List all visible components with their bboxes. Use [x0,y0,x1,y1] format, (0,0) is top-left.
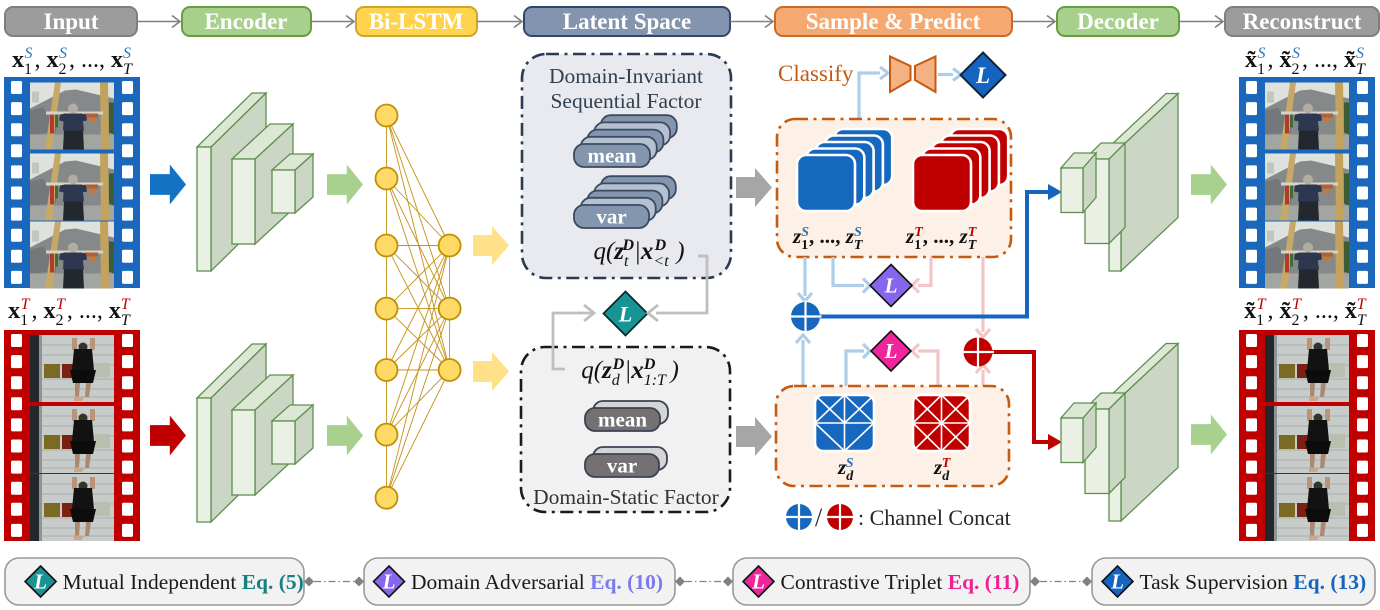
svg-text:Domain-Invariant: Domain-Invariant [549,64,703,88]
svg-text:Reconstruct: Reconstruct [1243,9,1362,34]
svg-text:zdT: zdT [933,455,952,484]
svg-text:Latent Space: Latent Space [563,9,691,34]
svg-text:L: L [884,339,898,363]
svg-text:x̃1S, x̃2S, ..., x̃TS: x̃1S, x̃2S, ..., x̃TS [1245,45,1366,78]
svg-text:mean: mean [598,408,647,432]
svg-text:q(zdD|x1:TD): q(zdD|x1:TD) [581,356,679,389]
svg-text:/: / [815,503,823,532]
svg-text:var: var [596,205,626,229]
svg-text:Domain-Static Factor: Domain-Static Factor [533,485,719,509]
svg-text:q(ztD|x<tD): q(ztD|x<tD) [593,237,684,270]
svg-text:: Channel Concat: : Channel Concat [858,505,1011,530]
svg-text:Bi-LSTM: Bi-LSTM [369,9,464,34]
svg-text:z1S, ..., zTS: z1S, ..., zTS [792,224,864,253]
svg-text:mean: mean [588,144,637,168]
svg-text:Sequential Factor: Sequential Factor [550,89,701,113]
svg-text:x̃1T, x̃2T, ..., x̃TT: x̃1T, x̃2T, ..., x̃TT [1244,296,1367,329]
svg-text:L: L [751,570,765,594]
svg-text:L: L [382,570,396,594]
svg-text:zdS: zdS [837,455,854,484]
svg-text:Input: Input [44,9,99,34]
svg-text:L: L [618,302,632,327]
svg-text:Mutual Independent Eq. (5): Mutual Independent Eq. (5) [63,570,304,594]
svg-text:Classify: Classify [778,61,854,86]
svg-text:x1S, x2S, ..., xTS: x1S, x2S, ..., xTS [12,45,133,78]
svg-text:z1T, ..., zTT: z1T, ..., zTT [905,224,978,253]
svg-text:L: L [33,570,47,594]
svg-text:var: var [607,454,637,478]
svg-text:Decoder: Decoder [1077,9,1159,34]
svg-text:L: L [975,63,990,88]
svg-text:L: L [1110,570,1124,594]
svg-text:Task Supervision Eq. (13): Task Supervision Eq. (13) [1140,570,1367,594]
svg-text:L: L [884,274,898,298]
svg-text:Contrastive Triplet Eq. (11): Contrastive Triplet Eq. (11) [781,570,1020,594]
svg-text:x1T, x2T, ..., xTT: x1T, x2T, ..., xTT [8,296,131,329]
svg-text:Encoder: Encoder [204,9,287,34]
svg-text:Sample & Predict: Sample & Predict [806,9,981,34]
svg-text:Domain Adversarial Eq. (10): Domain Adversarial Eq. (10) [411,570,663,594]
